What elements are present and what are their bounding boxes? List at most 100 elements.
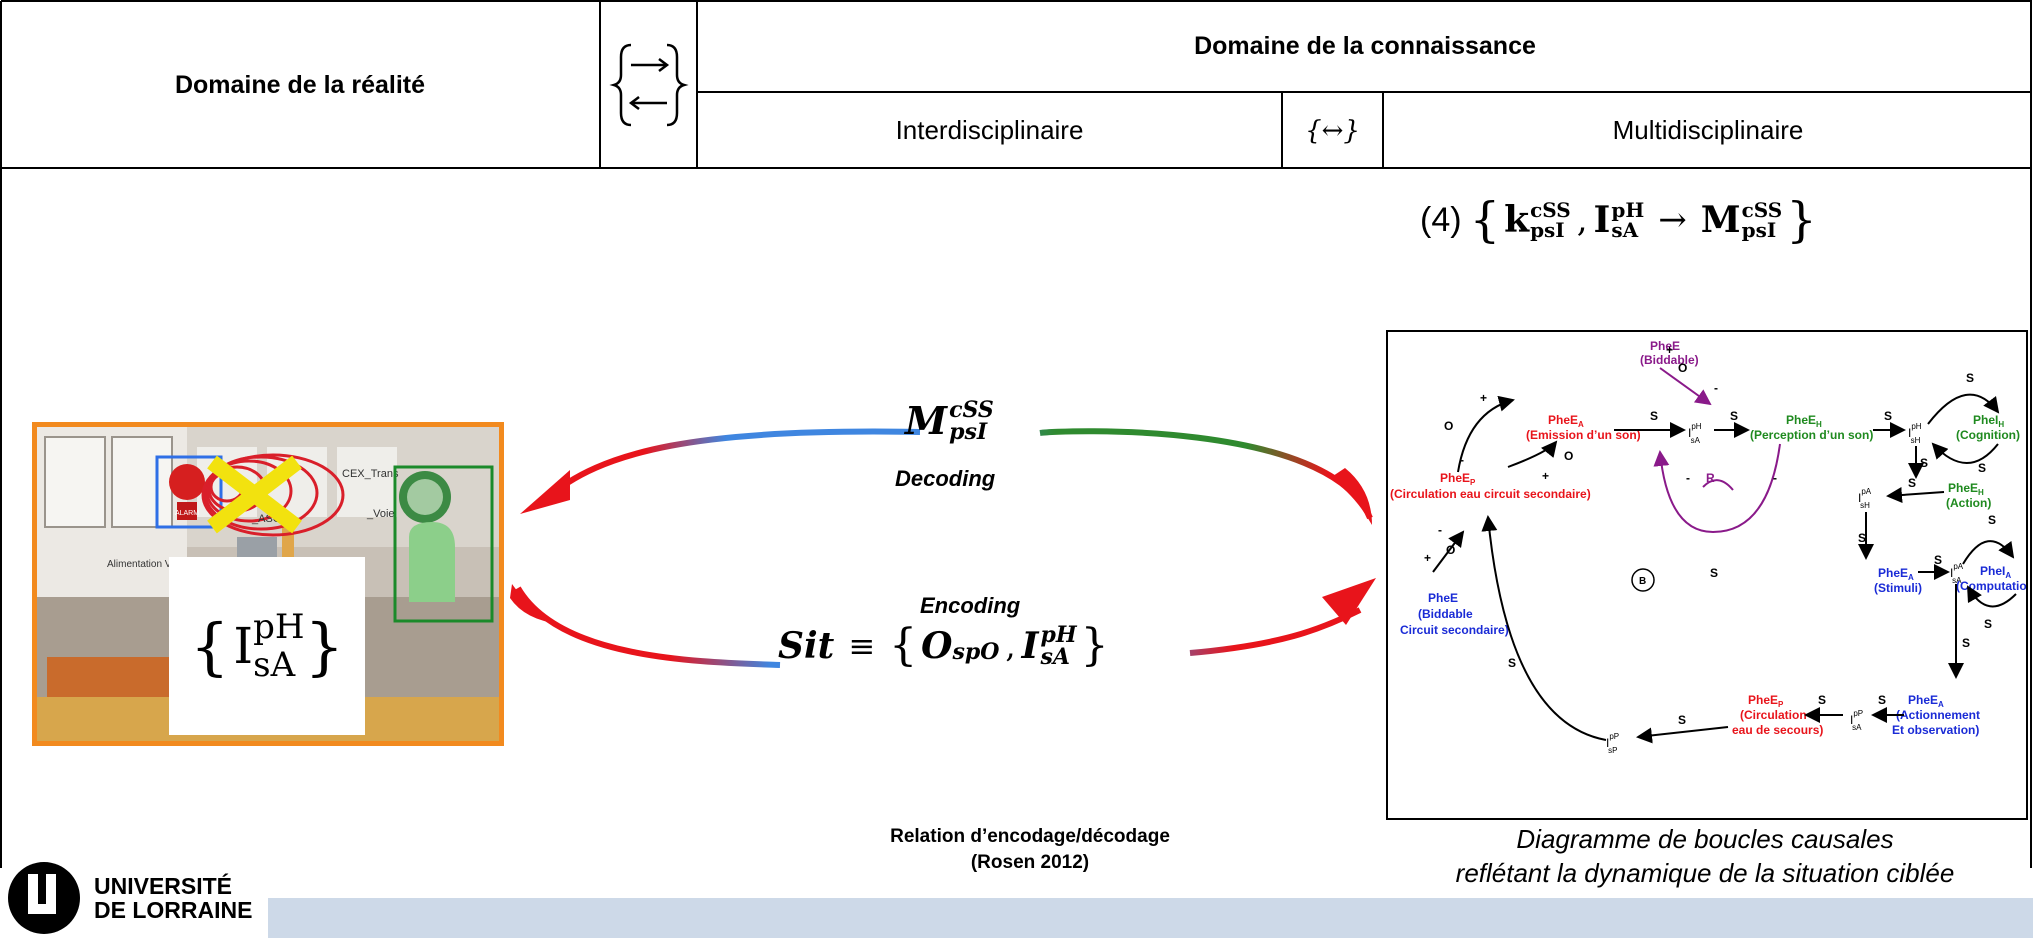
formula-i-sub: sA: [1611, 218, 1639, 242]
relation-line2: (Rosen 2012): [970, 852, 1090, 873]
formula-m-symbol: M: [1700, 199, 1741, 241]
decoding-tail: [1330, 468, 1372, 525]
set-symbol: I: [233, 617, 254, 675]
node-pheIA-title: PheIA: [1980, 564, 2011, 580]
set-sup: pH: [253, 607, 305, 647]
sign-s-6: S: [1920, 456, 1928, 470]
voie-label: _Voie: [366, 508, 395, 520]
node-act-sub2: Et observation): [1892, 723, 1979, 737]
formula-k-sub: psI: [1530, 218, 1565, 242]
sign-s-11: S: [1984, 617, 1992, 631]
sign-s-14: S: [1818, 693, 1826, 707]
sign-s-16: S: [1508, 656, 1516, 670]
encoding-o: O: [921, 624, 953, 667]
encoding-formula: Sit ≡ { O spO , I pH sA }: [778, 620, 1109, 671]
sign-minus-4: -: [1773, 471, 1777, 485]
node-pheEA-title: PheEA: [1548, 413, 1584, 429]
table-grid-lines: [0, 0, 2032, 169]
sign-s-9: S: [1934, 553, 1942, 567]
node-pheEP-sub: (Circulation eau circuit secondaire): [1390, 487, 1591, 501]
sign-s-13: S: [1878, 693, 1886, 707]
formula-i: I pH sA: [1594, 199, 1645, 241]
sign-s-17: S: [1710, 566, 1718, 580]
pH-set-box: { I pH sA }: [169, 557, 365, 735]
sign-minus-3: -: [1686, 471, 1690, 485]
logo-line1: UNIVERSITÉ: [94, 873, 233, 899]
encoding-tail: [510, 584, 560, 624]
sign-minus-1: -: [1460, 453, 1464, 467]
node-pheEH-action-sub: (Action): [1946, 496, 1991, 510]
formula-k-symbol: k: [1504, 199, 1530, 241]
node-pheEH-action-title: PheEH: [1948, 481, 1984, 497]
logo-line2: DE LORRAINE: [94, 897, 253, 923]
sign-plus-top: +: [1666, 343, 1673, 357]
sign-minus-top: -: [1714, 381, 1718, 395]
formula-number: (4): [1420, 200, 1462, 239]
ul-logo-icon: [8, 862, 80, 934]
node-pheEH-title: PheEH: [1786, 413, 1822, 429]
node-pheEA-sub: (Emission d’un son): [1526, 428, 1641, 442]
set-close: }: [304, 609, 345, 683]
formula-i-symbol: I: [1593, 199, 1611, 241]
bidirectional-symbol: {↔}: [1305, 115, 1360, 146]
formula-close-brace: }: [1786, 192, 1817, 248]
knowledge-domain-title: Domaine de la connaissance: [1194, 31, 1536, 60]
formula-arrow: →: [1658, 200, 1687, 240]
formula-m-sub: psI: [1741, 218, 1777, 242]
node-act-sub1: (Actionnement: [1896, 708, 1980, 722]
relation-line1: Relation d’encodage/décodage: [890, 826, 1170, 847]
node-biddable-title: PheE: [1650, 339, 1680, 353]
node-pheEH-sub: (Perception d’un son): [1750, 428, 1873, 442]
set-sub: sA: [253, 645, 296, 685]
encoding-sit: Sit: [778, 624, 835, 667]
formula-m-sup: cSS: [1741, 198, 1783, 222]
sign-o-2: O: [1564, 449, 1573, 463]
formula-comma: ,: [1576, 200, 1588, 240]
header-table: Domaine de la réalité Domaine de la conn…: [0, 0, 2033, 170]
page-left-border: [0, 168, 2, 868]
sign-plus-2: +: [1542, 469, 1549, 483]
node-circuit-sub2: Circuit secondaire): [1400, 623, 1509, 637]
formula-open-brace: {: [1469, 192, 1501, 248]
encoding-arrowhead: [1322, 578, 1376, 625]
set-open: {: [189, 609, 230, 683]
bidirectional-arrows-symbol: [600, 0, 697, 170]
reality-domain-title: Domaine de la réalité: [174, 70, 426, 99]
sign-s-3: S: [1884, 409, 1892, 423]
node-pheEP-title: PheEP: [1440, 471, 1476, 487]
formula-4: (4) { k cSS psI , I pH sA → M cSS psI }: [1420, 185, 1817, 255]
cld-caption-line2: reflétant la dynamique de la situation c…: [1455, 858, 1955, 888]
sign-s-10: S: [1988, 513, 1996, 527]
node-pheIA-sub: (Computation): [1956, 579, 2026, 593]
cex-label: CEX_Trans: [342, 468, 399, 480]
node-circuit-sub1: (Biddable: [1418, 607, 1473, 621]
sign-s-1: S: [1650, 409, 1658, 423]
node-pheIH-sub: (Cognition): [1956, 428, 2020, 442]
footer-band: [268, 898, 2033, 938]
node-act-title: PheEA: [1908, 693, 1944, 709]
plant-photo: ALARM CEX_Trans _ASG _Voie Alimentation …: [32, 422, 504, 746]
sign-plus-3: +: [1424, 551, 1431, 565]
sign-minus-2: -: [1438, 523, 1442, 537]
encoding-i-sub: sA: [1040, 643, 1070, 670]
decoding-arrowhead: [520, 470, 570, 514]
cld-caption: Diagramme de boucles causales reflétant …: [1370, 822, 2033, 890]
cld-canvas: PheE (Biddable) PheEA (Emission d’un son…: [1390, 339, 2033, 755]
decoding-m: M: [905, 398, 948, 443]
sign-s-12: S: [1962, 636, 1970, 650]
formula-i-sup: pH: [1611, 198, 1645, 222]
sign-s-7: S: [1908, 476, 1916, 490]
node-stimuli-sub: (Stimuli): [1874, 581, 1922, 595]
alim-label: Alimentation Voie 1: [107, 559, 193, 570]
cld-caption-line1: Diagramme de boucles causales: [1516, 824, 1894, 854]
encoding-comma: ,: [1005, 626, 1016, 665]
interdisciplinary-label: Interdisciplinaire: [895, 115, 1084, 145]
sign-o-1: O: [1444, 419, 1453, 433]
sign-s-5: S: [1978, 461, 1986, 475]
sign-plus-1: +: [1480, 391, 1487, 405]
sign-o-top: O: [1678, 361, 1687, 375]
decoding-sub: psI: [949, 418, 988, 445]
